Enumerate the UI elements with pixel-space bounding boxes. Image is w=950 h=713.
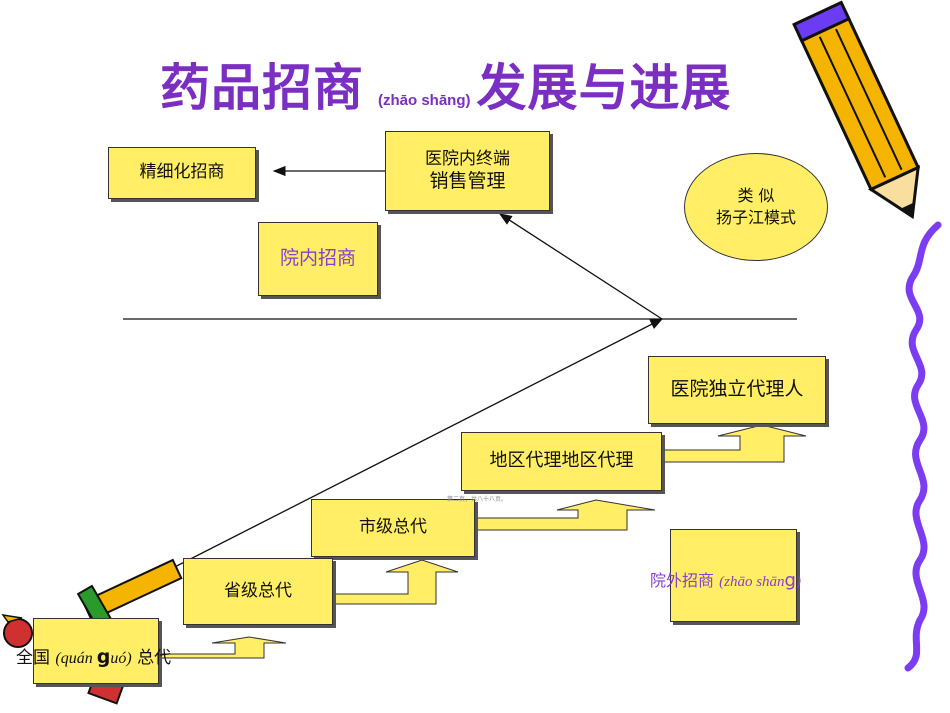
national-agent-pinyin-a: (quán [55,650,97,667]
out-hospital-pinyin: (zhāo shāng) [719,570,801,591]
in-hospital-label: 院内招商 [279,247,356,270]
out-hospital-pinyin-b: ) [795,574,801,590]
growth-line [99,318,664,606]
national-agent-text: 全国 (quán guó) 总代 [16,643,171,668]
national-agent-pinyin-g: g [96,646,111,668]
national-agent-pinyin-b: uó) [110,650,132,667]
similar-line1: 类 似 [737,186,775,206]
out-hospital-box [670,529,797,622]
independent-agent-box: 医院独立代理人 [648,356,826,424]
out-hospital-text: 院外招商 (zhāo shāng) [650,567,801,591]
independent-agent-label: 医院独立代理人 [670,378,804,401]
title-pinyin: (zhāo shāng) [378,92,471,109]
national-agent-pinyin: (quán guó) [55,646,132,668]
pencil-icon [792,0,921,220]
footer-note: 第二页，共八十八页。 [447,496,508,503]
province-agent-label: 省级总代 [224,580,292,601]
wavy-border [904,221,942,672]
national-agent-box [33,618,159,684]
out-hospital-label-a: 院外招商 [650,571,715,590]
regional-agent-label: 地区代理地区代理 [489,450,634,472]
in-hospital-box: 院内招商 [258,222,378,296]
regional-agent-box: 地区代理地区代理 [461,432,662,491]
province-agent-box: 省级总代 [183,558,333,625]
terminal-sales-line2: 销售管理 [429,169,506,192]
stair-arrow-1 [159,636,287,659]
stair-arrow-3 [475,499,656,531]
stair-arrow-2 [332,559,459,605]
stair-arrow-4 [661,424,807,463]
terminal-sales-box: 医院内终端 销售管理 [385,131,550,211]
yangtze-mode-ellipse: 类 似 扬子江模式 [684,153,828,261]
branch-arrow [498,213,663,320]
city-agent-label: 市级总代 [359,517,427,538]
similar-line2: 扬子江模式 [715,208,796,227]
out-hospital-pinyin-g: g [784,570,796,591]
title-tail: 发展与进展 [476,59,732,117]
city-agent-box: 市级总代 [311,499,475,557]
out-hospital-pinyin-a: (zhāo shān [719,574,785,590]
terminal-sales-line1: 医院内终端 [425,148,510,169]
page-title: 药品招商 (zhāo shāng) 发展与进展 [160,48,732,117]
national-agent-label-b: 总代 [131,648,172,668]
national-agent-label-a: 全国 [16,648,50,668]
title-main: 药品招商 [160,59,364,117]
refined-investment-label: 精细化招商 [139,162,225,183]
refined-investment-box: 精细化招商 [108,147,256,199]
